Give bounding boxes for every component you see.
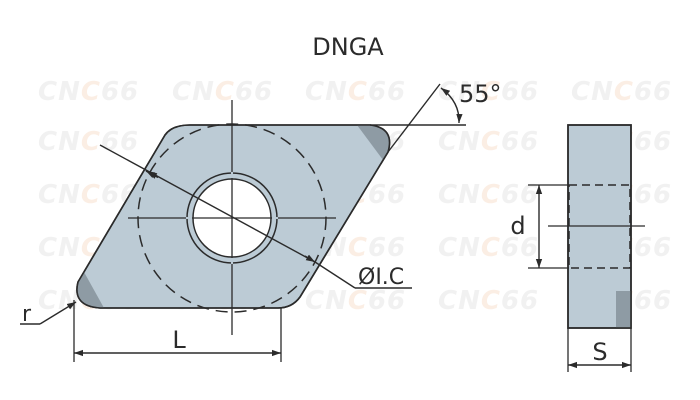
svg-text:CNC66: CNC66 xyxy=(38,127,139,157)
svg-text:CNC66: CNC66 xyxy=(438,180,539,210)
corner-shade-bottom-left xyxy=(76,272,104,308)
length-label: L xyxy=(172,326,186,354)
angle-arc xyxy=(440,87,463,124)
svg-text:CNC66: CNC66 xyxy=(438,286,539,316)
s-label: S xyxy=(592,338,607,366)
ic-leader xyxy=(314,261,356,289)
insert-side-view: d S xyxy=(510,124,645,372)
ic-label: ØI.C xyxy=(358,265,404,290)
svg-text:CNC66: CNC66 xyxy=(38,180,139,210)
radius-label: r xyxy=(22,302,32,327)
svg-text:CNC66: CNC66 xyxy=(571,77,672,107)
angle-label: 55° xyxy=(459,80,502,108)
svg-text:CNC66: CNC66 xyxy=(38,77,139,107)
side-corner-shade xyxy=(616,291,631,328)
corner-shade-top-right xyxy=(357,125,390,160)
ic-dimension-line xyxy=(99,144,316,263)
svg-text:CNC66: CNC66 xyxy=(438,233,539,263)
ic-arrow xyxy=(304,254,316,263)
insert-top-view: ØI.C 55° r L xyxy=(20,80,502,362)
svg-text:CNC66: CNC66 xyxy=(305,286,406,316)
svg-text:CNC66: CNC66 xyxy=(305,77,406,107)
side-hole-hidden-lines xyxy=(568,184,631,269)
svg-text:CNC66: CNC66 xyxy=(438,127,539,157)
d-label: d xyxy=(510,212,525,240)
radius-arrow xyxy=(39,301,77,325)
diagram-title: DNGA xyxy=(312,33,384,61)
svg-text:CNC66: CNC66 xyxy=(172,77,273,107)
angle-edge-extension xyxy=(387,83,441,153)
ic-arrow xyxy=(145,170,159,179)
